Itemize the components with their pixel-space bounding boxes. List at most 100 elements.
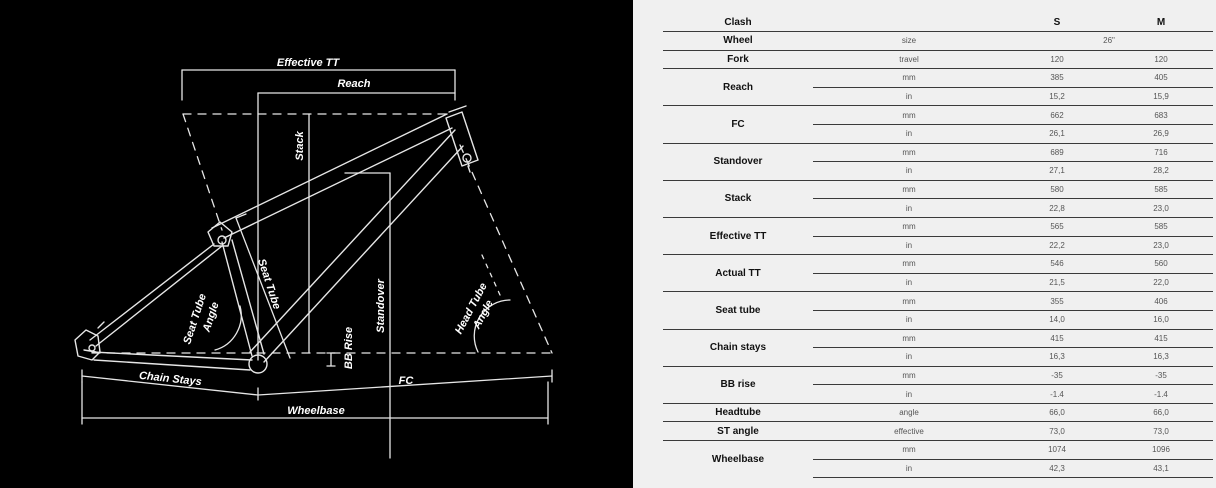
value-cell-m: 405 xyxy=(1109,68,1213,88)
value-cell-m: 716 xyxy=(1109,142,1213,162)
frame xyxy=(74,105,479,374)
measurement-lines xyxy=(81,69,553,459)
value-cell-s: 26,1 xyxy=(1005,123,1109,144)
unit-cell: mm xyxy=(813,105,1005,125)
value-cell-s: 73,0 xyxy=(1005,421,1109,441)
value-cell-s: -35 xyxy=(1005,365,1109,385)
unit-cell: angle xyxy=(813,402,1005,422)
unit-cell: mm xyxy=(813,328,1005,348)
value-cell-m: 415 xyxy=(1109,328,1213,348)
unit-header xyxy=(813,14,1005,32)
unit-cell: size xyxy=(813,31,1005,51)
value-cell-s: 22,2 xyxy=(1005,235,1109,255)
label-wheelbase: Wheelbase xyxy=(287,405,344,417)
value-cell-s: 66,0 xyxy=(1005,402,1109,422)
param-name: Effective TT xyxy=(663,216,813,255)
unit-cell: mm xyxy=(813,254,1005,274)
param-name: FC xyxy=(663,105,813,144)
value-cell-m: 1096 xyxy=(1109,440,1213,460)
label-seat-tube: Seat Tube xyxy=(255,257,283,311)
value-cell-m: 585 xyxy=(1109,179,1213,199)
value-cell-m: 585 xyxy=(1109,216,1213,237)
unit-cell: mm xyxy=(813,142,1005,162)
value-cell-s: 355 xyxy=(1005,291,1109,311)
param-name: ST angle xyxy=(663,421,813,441)
value-cell-m: 560 xyxy=(1109,254,1213,274)
param-name: Actual TT xyxy=(663,254,813,292)
unit-cell: mm xyxy=(813,68,1005,88)
label-reach: Reach xyxy=(337,78,370,90)
size-header-s: S xyxy=(1053,17,1061,28)
table-row: in-1.4-1.4 xyxy=(663,384,1213,404)
param-name: BB rise xyxy=(663,365,813,404)
unit-cell: in xyxy=(813,198,1005,218)
unit-cell: in xyxy=(813,161,1005,181)
value-cell-m: 43,1 xyxy=(1109,458,1213,479)
value-cell-m: 28,2 xyxy=(1109,161,1213,181)
unit-cell: effective xyxy=(813,421,1005,441)
bike-geometry-drawing: Effective TT Reach Stack Seat Tube Seat … xyxy=(74,57,556,459)
value-cell-s: 16,3 xyxy=(1005,347,1109,367)
value-cell-s: 15,2 xyxy=(1005,86,1109,106)
value-cell-s: 21,5 xyxy=(1005,272,1109,292)
unit-cell: in xyxy=(813,384,1005,404)
construction-lines xyxy=(91,113,556,354)
param-name: Wheel xyxy=(663,31,813,51)
label-fc: FC xyxy=(399,375,415,387)
value-cell-m: 120 xyxy=(1109,49,1213,69)
value-cell-m: 22,0 xyxy=(1109,272,1213,292)
param-name: Standover xyxy=(663,142,813,181)
param-name: Stack xyxy=(663,179,813,218)
value-cell-m: 73,0 xyxy=(1109,421,1213,441)
value-cell-s: 14,0 xyxy=(1005,309,1109,329)
value-cell-s: 662 xyxy=(1005,105,1109,125)
value-cell-m: 26,9 xyxy=(1109,123,1213,144)
table-header-row: Clash S M xyxy=(663,14,1213,32)
value-cell-s: 22,8 xyxy=(1005,198,1109,218)
unit-cell: in xyxy=(813,347,1005,367)
unit-cell: travel xyxy=(813,49,1005,69)
value-cell-s: 27,1 xyxy=(1005,161,1109,181)
param-name: Seat tube xyxy=(663,291,813,329)
unit-cell: in xyxy=(813,272,1005,292)
unit-cell: in xyxy=(813,86,1005,106)
size-header-m: M xyxy=(1156,17,1166,28)
value-cell: 26" xyxy=(1005,31,1213,51)
unit-cell: mm xyxy=(813,440,1005,460)
param-name: Chain stays xyxy=(663,328,813,367)
value-cell-m: 66,0 xyxy=(1109,402,1213,422)
unit-cell: mm xyxy=(813,179,1005,199)
value-cell-m: -35 xyxy=(1109,365,1213,385)
value-cell-s: 415 xyxy=(1005,328,1109,348)
unit-cell: mm xyxy=(813,365,1005,385)
value-cell-m: 16,3 xyxy=(1109,347,1213,367)
param-name: Reach xyxy=(663,68,813,106)
unit-cell: mm xyxy=(813,291,1005,311)
value-cell-s: 546 xyxy=(1005,254,1109,274)
value-cell-s: 580 xyxy=(1005,179,1109,199)
value-cell-m: 406 xyxy=(1109,291,1213,311)
head-tube-axis xyxy=(481,254,501,296)
label-effective-tt: Effective TT xyxy=(277,57,340,69)
value-cell-s: 42,3 xyxy=(1005,458,1109,479)
